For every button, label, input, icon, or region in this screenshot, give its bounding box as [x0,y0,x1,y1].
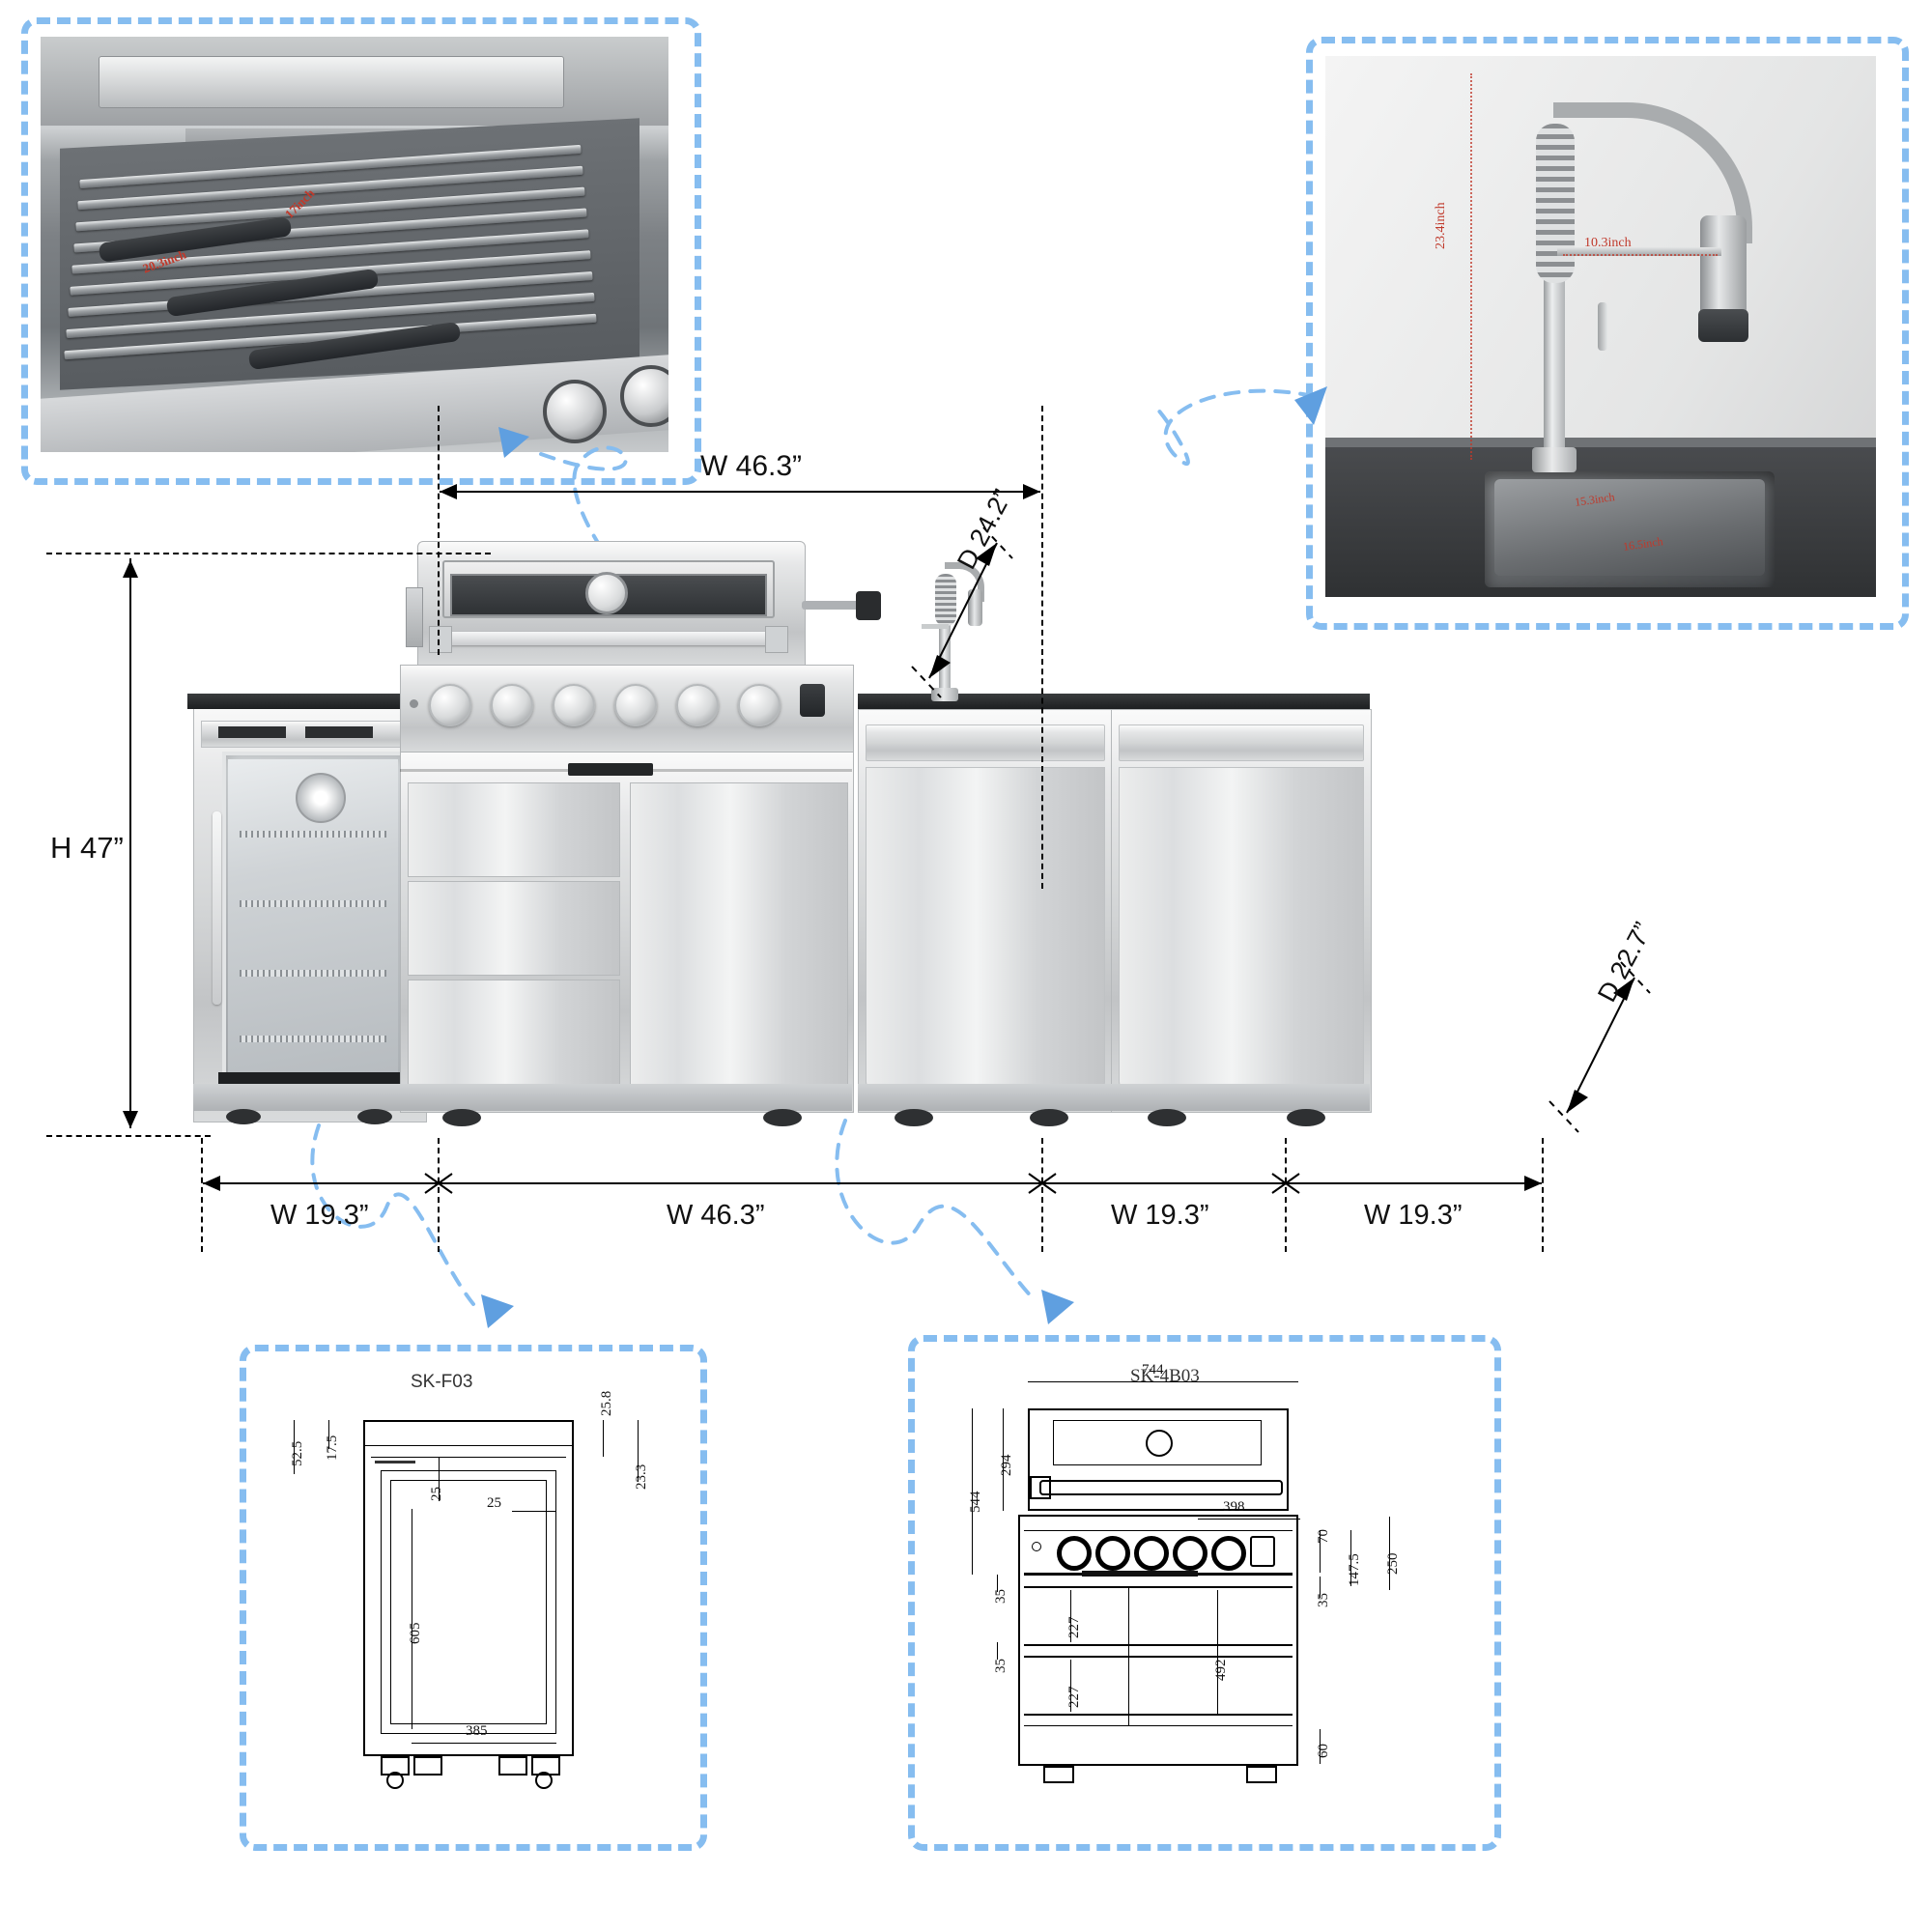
faucet-height-annotation: 23.4inch [1434,202,1448,249]
fridge-cad-drawing: 52.5 17.5 25.8 23.3 25 25 605 385 [259,1364,674,1828]
fridge-dim-605: 605 [408,1622,423,1645]
ext-line-grill-right [1041,406,1043,889]
grill-lower-panel [408,980,620,1099]
ext-line-b2 [1041,1138,1043,1252]
grill-dim-250: 250 [1385,1552,1401,1576]
grill-dim-147-5: 147.5 [1347,1553,1362,1586]
sink-cabinet-door[interactable] [866,767,1105,1088]
ext-line-b4 [1542,1138,1544,1252]
fridge-door-handle[interactable] [213,811,221,1005]
grill-dim-398: 398 [1223,1499,1245,1515]
faucet-reach-annotation: 10.3inch [1584,236,1632,250]
dim-arrows-top [440,484,1040,499]
grill-dim-227-b: 227 [1066,1686,1082,1709]
fridge-dim-17-5: 17.5 [325,1435,340,1461]
burner-knob-5[interactable] [676,684,719,726]
dim-label-bottom-3: W 19.3” [1364,1200,1463,1231]
fridge-countertop [187,694,431,709]
fridge-dim-25-a: 25 [429,1487,444,1501]
dim-label-bottom-2: W 19.3” [1111,1200,1209,1231]
grill-interior-photo: 20.3inch 17inch [41,37,668,452]
dim-label-bottom-1: W 46.3” [667,1200,765,1231]
dim-line-top-width [440,491,1040,493]
dim-line-height [129,558,131,1128]
grill-dim-70: 70 [1316,1529,1331,1544]
grill-dim-294: 294 [999,1454,1014,1477]
fridge-dim-23-3: 23.3 [634,1463,649,1490]
burner-knob-3[interactable] [553,684,595,726]
ext-line-height-top [46,553,491,554]
dim-arrows-bottom-chain [203,1173,1542,1194]
burner-knob-6[interactable] [738,684,781,726]
grill-hood-handle[interactable] [437,632,777,645]
grill-cad-drawing: 744 294 544 398 70 147.5 250 35 35 35 22… [927,1352,1468,1826]
dim-label-top-width: W 46.3” [700,450,803,482]
ext-line-height-bottom [46,1135,211,1137]
grill-drawer-top[interactable] [408,782,620,877]
dim-depth-grill [911,526,1013,698]
fridge-dim-52-5: 52.5 [290,1440,305,1466]
grill-dim-35-c: 35 [1316,1593,1331,1607]
grill-dim-744: 744 [1142,1362,1164,1378]
ext-line-grill-left [438,406,440,655]
burner-knob-1[interactable] [429,684,471,726]
bottle-opener[interactable] [800,684,825,717]
grill-dim-35-a: 35 [993,1589,1009,1604]
sink-countertop [858,694,1111,709]
dim-label-height: H 47” [50,831,124,865]
storage-countertop [1111,694,1370,709]
unit-faucet [908,560,985,701]
fridge-drawing-callout [240,1345,707,1851]
ext-line-b0 [201,1138,203,1252]
dim-depth-cabinet [1548,961,1651,1133]
burner-knob-2[interactable] [491,684,533,726]
grill-dim-492: 492 [1213,1659,1229,1682]
faucet-sink-photo: 23.4inch 10.3inch 15.3inch 16.5inch [1325,56,1876,597]
dim-line-bottom-chain [203,1182,1542,1184]
dim-arrows-height [123,560,138,1128]
fridge-dim-385: 385 [466,1723,488,1739]
fridge-dim-25-b: 25 [487,1495,501,1511]
dim-label-bottom-0: W 19.3” [270,1200,369,1231]
grill-dim-227-a: 227 [1066,1616,1082,1639]
fridge-dim-25-8: 25.8 [599,1390,614,1416]
ext-line-b3 [1285,1138,1287,1252]
grill-drawing-title: SK-4B03 [1130,1366,1200,1386]
fridge-drawing-title: SK-F03 [411,1372,473,1392]
ignition-button[interactable] [410,699,418,708]
grill-drawer-bottom[interactable] [408,881,620,976]
grill-dim-60: 60 [1316,1744,1331,1758]
burner-knob-4[interactable] [614,684,657,726]
grill-dim-544: 544 [968,1491,983,1514]
temperature-gauge [585,572,628,614]
ext-line-b1 [438,1138,440,1252]
grill-dim-35-b: 35 [993,1659,1009,1673]
grill-cabinet-door[interactable] [630,782,848,1099]
kitchen-island-illustration [187,541,1546,1140]
storage-cabinet-door[interactable] [1119,767,1364,1088]
